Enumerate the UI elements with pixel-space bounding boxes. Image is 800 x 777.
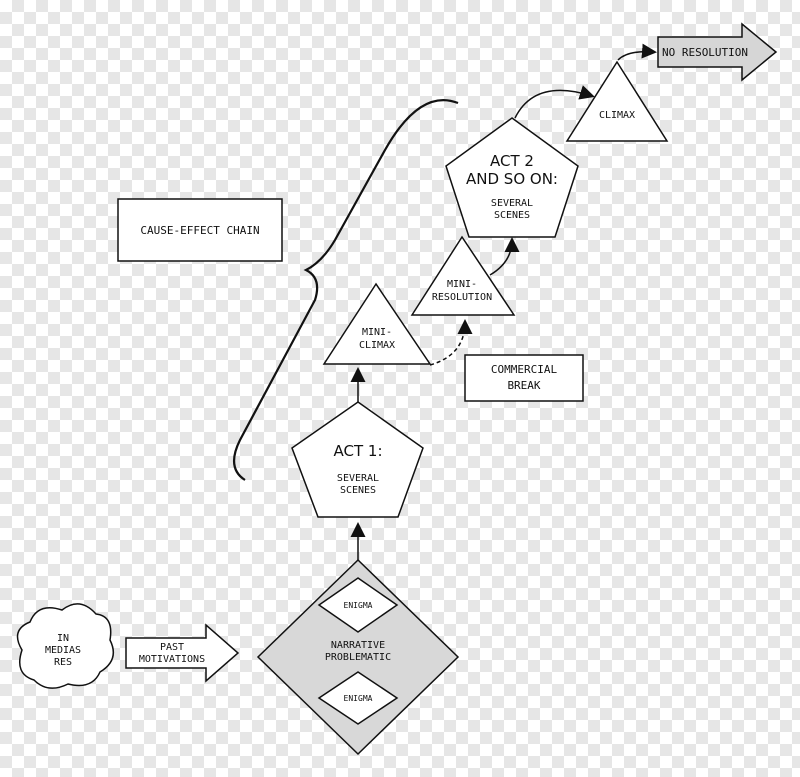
act1-pentagon: ACT 1: SEVERAL SCENES bbox=[291, 401, 424, 518]
arrow-act2-to-climax bbox=[514, 85, 595, 119]
cause-effect-label: CAUSE-EFFECT CHAIN bbox=[140, 224, 259, 237]
commercial-line1: COMMERCIAL bbox=[491, 363, 558, 376]
enigma-bottom-label: ENIGMA bbox=[344, 694, 373, 703]
commercial-line2: BREAK bbox=[507, 379, 540, 392]
enigma-top-diamond: ENIGMA bbox=[317, 577, 399, 633]
narrative-line1: NARRATIVE bbox=[331, 640, 385, 651]
commercial-break-box: COMMERCIAL BREAK bbox=[464, 354, 584, 402]
climax-label: CLIMAX bbox=[599, 110, 635, 121]
in-medias-line1: IN bbox=[57, 633, 69, 644]
mini-resolution-triangle: MINI- RESOLUTION bbox=[410, 235, 516, 316]
no-resolution-arrow: NO RESOLUTION bbox=[657, 22, 778, 82]
mini-climax-line1: MINI- bbox=[362, 327, 392, 338]
act2-sub-line2: SCENES bbox=[494, 210, 530, 221]
past-line2: MOTIVATIONS bbox=[139, 654, 205, 665]
act1-sub-line2: SCENES bbox=[340, 485, 376, 496]
cause-effect-box: CAUSE-EFFECT CHAIN bbox=[117, 198, 283, 262]
no-resolution-label: NO RESOLUTION bbox=[662, 46, 748, 59]
past-motivations-arrow: PAST MOTIVATIONS bbox=[125, 623, 240, 683]
mini-resolution-line2: RESOLUTION bbox=[432, 292, 492, 303]
past-line1: PAST bbox=[160, 642, 184, 653]
narrative-problematic-diamond: ENIGMA NARRATIVE PROBLEMATIC ENIGMA bbox=[256, 558, 460, 756]
act2-title-line1: ACT 2 bbox=[490, 152, 534, 170]
mini-climax-triangle: MINI- CLIMAX bbox=[322, 282, 432, 365]
dashed-arrow-mini-climax-to-mini-resolution bbox=[429, 319, 473, 366]
mini-resolution-line1: MINI- bbox=[447, 279, 477, 290]
arrow-mini-resolution-to-act2 bbox=[489, 237, 520, 276]
act1-title: ACT 1: bbox=[334, 442, 383, 460]
act2-pentagon: ACT 2 AND SO ON: SEVERAL SCENES bbox=[445, 117, 579, 238]
climax-triangle: CLIMAX bbox=[565, 60, 669, 142]
enigma-top-label: ENIGMA bbox=[344, 601, 373, 610]
arrow-climax-to-no-resolution bbox=[617, 43, 657, 61]
mini-climax-line2: CLIMAX bbox=[359, 340, 395, 351]
act2-title-line2: AND SO ON: bbox=[466, 170, 558, 188]
curly-brace bbox=[233, 98, 459, 481]
in-medias-res-cloud: IN MEDIAS RES bbox=[16, 603, 115, 689]
narrative-line2: PROBLEMATIC bbox=[325, 652, 391, 663]
act2-sub-line1: SEVERAL bbox=[491, 198, 533, 209]
connector-lines bbox=[350, 43, 657, 562]
in-medias-line3: RES bbox=[54, 657, 72, 668]
in-medias-line2: MEDIAS bbox=[45, 645, 81, 656]
act1-sub-line1: SEVERAL bbox=[337, 473, 379, 484]
enigma-bottom-diamond: ENIGMA bbox=[317, 671, 399, 725]
